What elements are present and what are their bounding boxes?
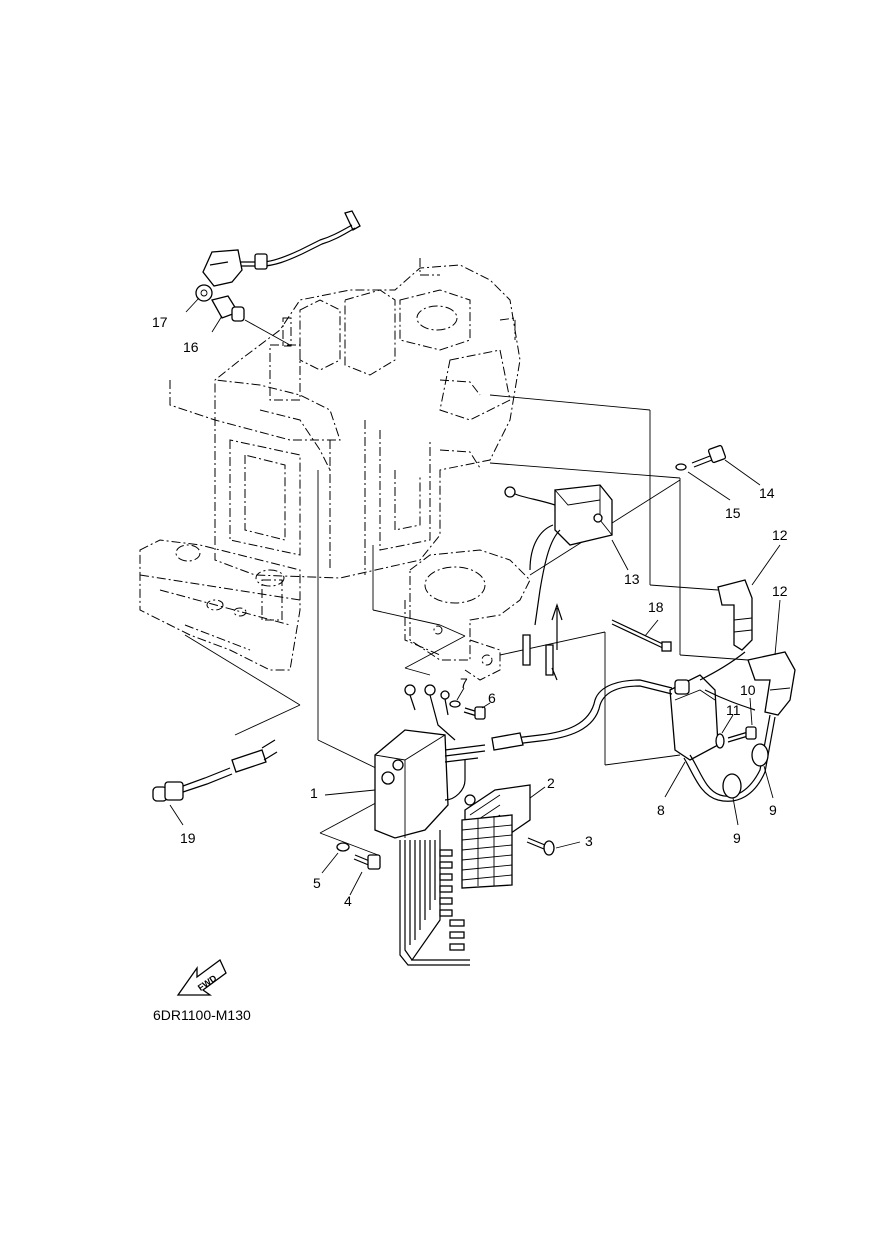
callout-6: 6	[488, 690, 496, 706]
part-11-washer	[715, 714, 734, 749]
part-15-washer	[675, 463, 731, 501]
callout-10: 10	[740, 682, 756, 698]
callout-7: 7	[460, 675, 468, 691]
part-13-rectifier	[504, 484, 629, 681]
callout-16: 16	[183, 339, 199, 355]
part-7-washer	[449, 687, 465, 708]
part-6-bolt	[463, 702, 491, 720]
part-17-lead-wire	[185, 210, 361, 313]
callout-12-lower: 12	[772, 583, 788, 599]
callout-8: 8	[657, 802, 665, 818]
part-19-sensor	[152, 739, 278, 826]
callout-3: 3	[585, 833, 593, 849]
ring-terminals	[404, 684, 456, 741]
callout-18: 18	[648, 599, 664, 615]
callout-2: 2	[547, 775, 555, 791]
callout-9-left: 9	[733, 830, 741, 846]
part-16-thermoswitch	[211, 295, 245, 333]
fwd-arrow-icon	[176, 959, 227, 996]
magneto-base-outline	[404, 549, 531, 681]
part-2-bracket	[461, 784, 546, 889]
part-3-screw	[526, 837, 581, 856]
part-9-grommets	[722, 743, 774, 826]
callout-19: 19	[180, 830, 196, 846]
part-10-bolt	[727, 697, 757, 743]
callout-12-upper: 12	[772, 527, 788, 543]
engine-block-outline	[169, 258, 521, 579]
part-14-bolt	[691, 444, 761, 486]
coil-wire	[491, 679, 673, 751]
leader-lines	[184, 319, 749, 856]
callout-14: 14	[759, 485, 775, 501]
callout-11: 11	[726, 702, 741, 718]
part-1-cdi-unit	[324, 729, 486, 966]
part-18-cable-tie	[611, 619, 672, 652]
callout-5: 5	[313, 875, 321, 891]
part-12-plug-cap-lower	[747, 599, 796, 716]
callout-17: 17	[152, 314, 168, 330]
part-12-plug-cap-upper	[717, 544, 781, 651]
callout-labels: 1 2 3 4 5 6 7 8 9 9 10 11 12 12 13 14 15…	[152, 314, 788, 909]
callout-9-right: 9	[769, 802, 777, 818]
diagram-code: 6DR1100-M130	[153, 1007, 251, 1023]
lower-bracket-outline	[139, 539, 301, 671]
callout-4: 4	[344, 893, 352, 909]
callout-1: 1	[310, 785, 318, 801]
part-5-washer	[321, 842, 350, 874]
callout-13: 13	[624, 571, 640, 587]
part-4-bolt	[349, 854, 381, 896]
callout-15: 15	[725, 505, 741, 521]
